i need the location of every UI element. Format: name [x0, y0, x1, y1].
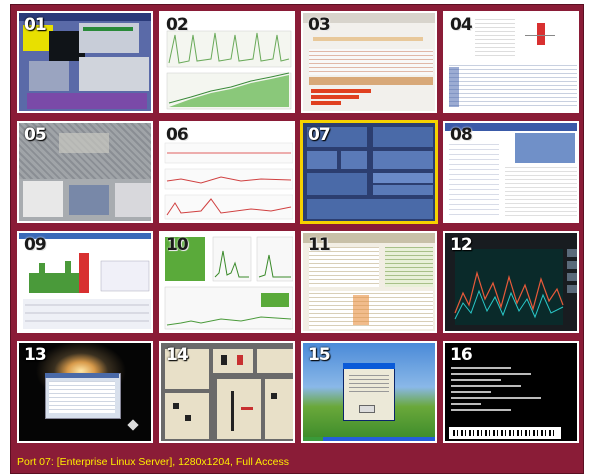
port-number: 16: [450, 345, 473, 365]
thumb-file-explorer: [445, 123, 577, 221]
status-bar: Port 07: [Enterprise Linux Server], 1280…: [17, 456, 289, 468]
port-number: 09: [24, 235, 47, 255]
port-grid: 01 02: [17, 11, 580, 447]
thumb-windows-xp-dialog: [303, 343, 435, 441]
port-tile-16[interactable]: 16: [443, 341, 579, 443]
port-tile-08[interactable]: 08: [443, 121, 579, 223]
thumb-schematic: [161, 343, 293, 441]
port-tile-07[interactable]: 07: [300, 120, 438, 224]
thumb-report-table: [445, 13, 577, 111]
port-tile-14[interactable]: 14: [159, 341, 295, 443]
port-number: 12: [450, 235, 473, 255]
port-number: 02: [166, 15, 189, 35]
port-tile-09[interactable]: 09: [17, 231, 153, 333]
port-tile-05[interactable]: 05: [17, 121, 153, 223]
port-number: 05: [24, 125, 47, 145]
port-number: 15: [308, 345, 331, 365]
thumb-monitor-graphs: [161, 123, 293, 221]
port-tile-02[interactable]: 02: [159, 11, 295, 113]
port-number: 11: [308, 235, 331, 255]
port-number: 01: [24, 15, 47, 35]
port-tile-11[interactable]: 11: [301, 231, 437, 333]
thumb-eclipse-desktop: [19, 343, 151, 441]
port-number: 03: [308, 15, 331, 35]
thumb-map-view: [19, 123, 151, 221]
port-tile-15[interactable]: 15: [301, 341, 437, 443]
port-tile-01[interactable]: 01: [17, 11, 153, 113]
thumb-bar-dashboard: [19, 233, 151, 331]
thumb-green-graphs: [161, 233, 293, 331]
thumb-command-terminal: [445, 343, 577, 441]
thumb-dark-spectrum: [445, 233, 577, 331]
port-number: 10: [166, 235, 189, 255]
port-tile-13[interactable]: 13: [17, 341, 153, 443]
port-tile-10[interactable]: 10: [159, 231, 295, 333]
port-number: 13: [24, 345, 47, 365]
thumb-desktop-apps: [19, 13, 151, 111]
thumb-spreadsheet: [303, 13, 435, 111]
port-number: 07: [308, 125, 331, 145]
thumb-linux-server-console: [303, 123, 435, 221]
port-tile-03[interactable]: 03: [301, 11, 437, 113]
thumb-line-graphs: [161, 13, 293, 111]
kvm-viewer-frame: 01 02: [10, 4, 584, 474]
port-tile-04[interactable]: 04: [443, 11, 579, 113]
port-tile-12[interactable]: 12: [443, 231, 579, 333]
port-number: 14: [166, 345, 189, 365]
port-number: 08: [450, 125, 473, 145]
port-tile-06[interactable]: 06: [159, 121, 295, 223]
port-number: 04: [450, 15, 473, 35]
thumb-data-grid: [303, 233, 435, 331]
port-number: 06: [166, 125, 189, 145]
